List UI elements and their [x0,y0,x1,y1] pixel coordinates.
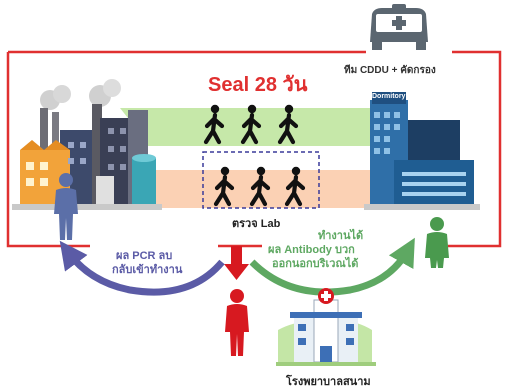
seal-frame [6,50,502,248]
hospital-icon [276,288,376,366]
antibody-text-line2: ผล Antibody บวก [268,244,355,256]
hospital-label: โรงพยาบาลสนาม [286,376,371,388]
infected-person-icon [225,289,249,356]
seal-title: Seal 28 วัน [208,74,308,96]
dormitory-building-icon [364,92,480,210]
red-down-arrow [224,246,249,280]
pcr-return-arrow [59,240,225,296]
antibody-text-line3: ออกนอกบริเวณได้ [272,258,359,270]
worker-person-icon [54,173,78,240]
ambulance-icon [370,4,428,50]
pcr-text-line1: ผล PCR ลบ [116,250,173,262]
team-label: ทีม CDDU + คัดกรอง [344,65,436,76]
lab-label: ตรวจ Lab [232,218,281,230]
lab-dashed-box [202,151,320,209]
factory-icon [12,79,162,210]
pcr-text-line2: กลับเข้าทำงาน [112,264,183,276]
recovered-person-icon [425,217,449,268]
antibody-text-line1: ทำงานได้ [318,230,364,242]
antibody-arrow [249,237,415,296]
dormitory-sign: Dormitory [372,93,406,100]
